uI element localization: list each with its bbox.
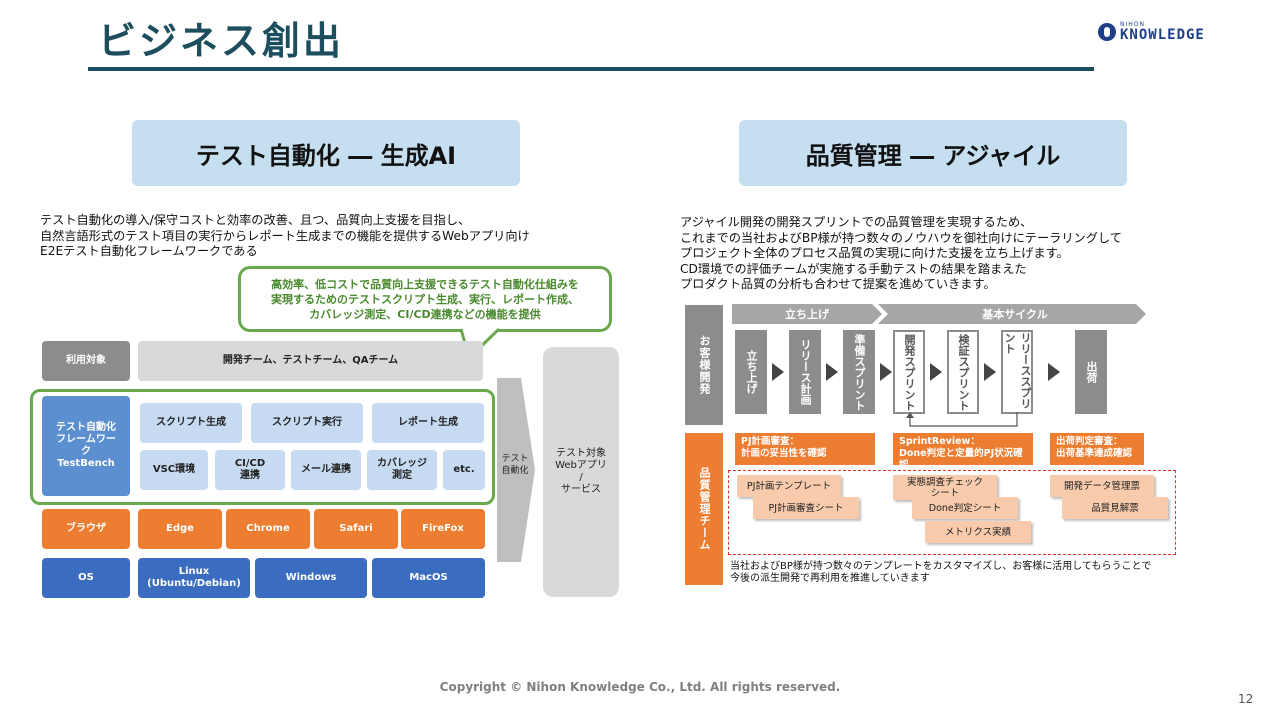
left-section-heading: テスト自動化 ― 生成AI — [132, 120, 520, 186]
os-windows: Windows — [255, 558, 367, 598]
phase-bands — [732, 304, 1146, 324]
framework-testbench: テスト自動化 フレームワー ク TestBench — [42, 396, 130, 496]
templates-note: 当社およびBP様が持つ数々のテンプレートをカスタマイズし、お客様に活用してもらう… — [730, 561, 1152, 584]
phase-arrow-icon — [1048, 363, 1060, 381]
left-description: テスト自動化の導入/保守コストと効率の改善、且つ、品質向上支援を目指し、 自然言… — [40, 213, 530, 258]
company-logo: NIHON KNOWLEDGE — [1098, 22, 1205, 42]
browser-label: ブラウザ — [42, 509, 130, 549]
review-shipment: 出荷判定審査： 出荷基準達成確認 — [1050, 433, 1144, 465]
template-metrics: メトリクス実績 — [925, 521, 1031, 543]
automation-arrow — [497, 378, 535, 562]
template-done-sheet: Done判定シート — [912, 497, 1018, 519]
right-section-heading: 品質管理 ― アジャイル — [739, 120, 1127, 186]
phase-arrow-icon — [826, 363, 838, 381]
integration-vsc: VSC環境 — [140, 450, 208, 490]
phase-prep-sprint: 準備スプリント — [843, 330, 875, 414]
band-startup: 立ち上げ — [785, 308, 829, 321]
phase-arrow-icon — [772, 363, 784, 381]
logo-big-text: KNOWLEDGE — [1120, 27, 1205, 43]
right-description: アジャイル開発の開発スプリントでの品質管理を実現するため、 これまでの当社および… — [680, 215, 1122, 291]
template-pj-plan: PJ計画テンプレート — [737, 475, 841, 497]
template-survey-checklist: 実態調査チェック シート — [893, 475, 997, 500]
users-label: 利用対象 — [42, 341, 130, 381]
phase-verify-sprint: 検証スプリント — [947, 330, 979, 414]
copyright-footer: Copyright © Nihon Knowledge Co., Ltd. Al… — [439, 680, 841, 694]
logo-small-text: NIHON — [1120, 21, 1145, 28]
phase-arrow-icon — [880, 363, 892, 381]
integration-etc: etc. — [443, 450, 485, 490]
browser-chrome: Chrome — [226, 509, 310, 549]
template-dev-data: 開発データ管理票 — [1050, 475, 1154, 497]
users-value: 開発チーム、テストチーム、QAチーム — [138, 341, 483, 381]
framework-highlight-frame — [30, 389, 495, 505]
integration-mail: メール連携 — [291, 450, 361, 490]
review-pj-plan: PJ計画審査： 計画の妥当性を確認 — [735, 433, 875, 465]
phase-startup: 立ち上げ — [735, 330, 767, 414]
automation-arrow-label: テスト 自動化 — [501, 454, 529, 476]
browser-safari: Safari — [314, 509, 398, 549]
os-label: OS — [42, 558, 130, 598]
browser-firefox: FireFox — [401, 509, 485, 549]
feature-script-generation: スクリプト生成 — [140, 403, 242, 443]
feature-script-execution: スクリプト実行 — [251, 403, 363, 443]
template-pj-review-sheet: PJ計画審査シート — [753, 497, 859, 519]
phase-shipment: 出荷 — [1075, 330, 1107, 414]
sprint-loop-arrow — [906, 412, 1018, 427]
page-number: 12 — [1238, 692, 1254, 706]
band-basic-cycle: 基本サイクル — [982, 308, 1048, 321]
os-macos: MacOS — [372, 558, 485, 598]
templates-frame — [728, 470, 1176, 555]
test-target: テスト対象 Webアプリ / サービス — [543, 347, 619, 597]
page-title: ビジネス創出 — [98, 19, 345, 63]
phase-arrow-icon — [930, 363, 942, 381]
browser-edge: Edge — [138, 509, 222, 549]
phase-release-plan: リリース計画 — [789, 330, 821, 414]
review-sprint: SprintReview： Done判定と定量的PJ状況確認 — [893, 433, 1033, 471]
phase-release-sprint: リリーススプリント — [1001, 330, 1033, 414]
title-divider — [88, 67, 1094, 71]
os-linux: Linux (Ubuntu/Debian) — [138, 558, 250, 598]
template-quality-opinion: 品質見解票 — [1062, 497, 1168, 519]
logo-icon — [1098, 23, 1116, 41]
qa-team-label: 品質管理チーム — [685, 433, 723, 585]
feature-report-generation: レポート生成 — [372, 403, 484, 443]
customer-dev-label: お客様開発 — [685, 305, 723, 425]
callout-bubble: 高効率、低コストで品質向上支援できるテスト自動化仕組みを 実現するためのテストス… — [238, 266, 612, 332]
phase-dev-sprint: 開発スプリント — [893, 330, 925, 414]
integration-coverage: カバレッジ 測定 — [367, 450, 437, 490]
phase-arrow-icon — [984, 363, 996, 381]
integration-cicd: CI/CD 連携 — [215, 450, 285, 490]
